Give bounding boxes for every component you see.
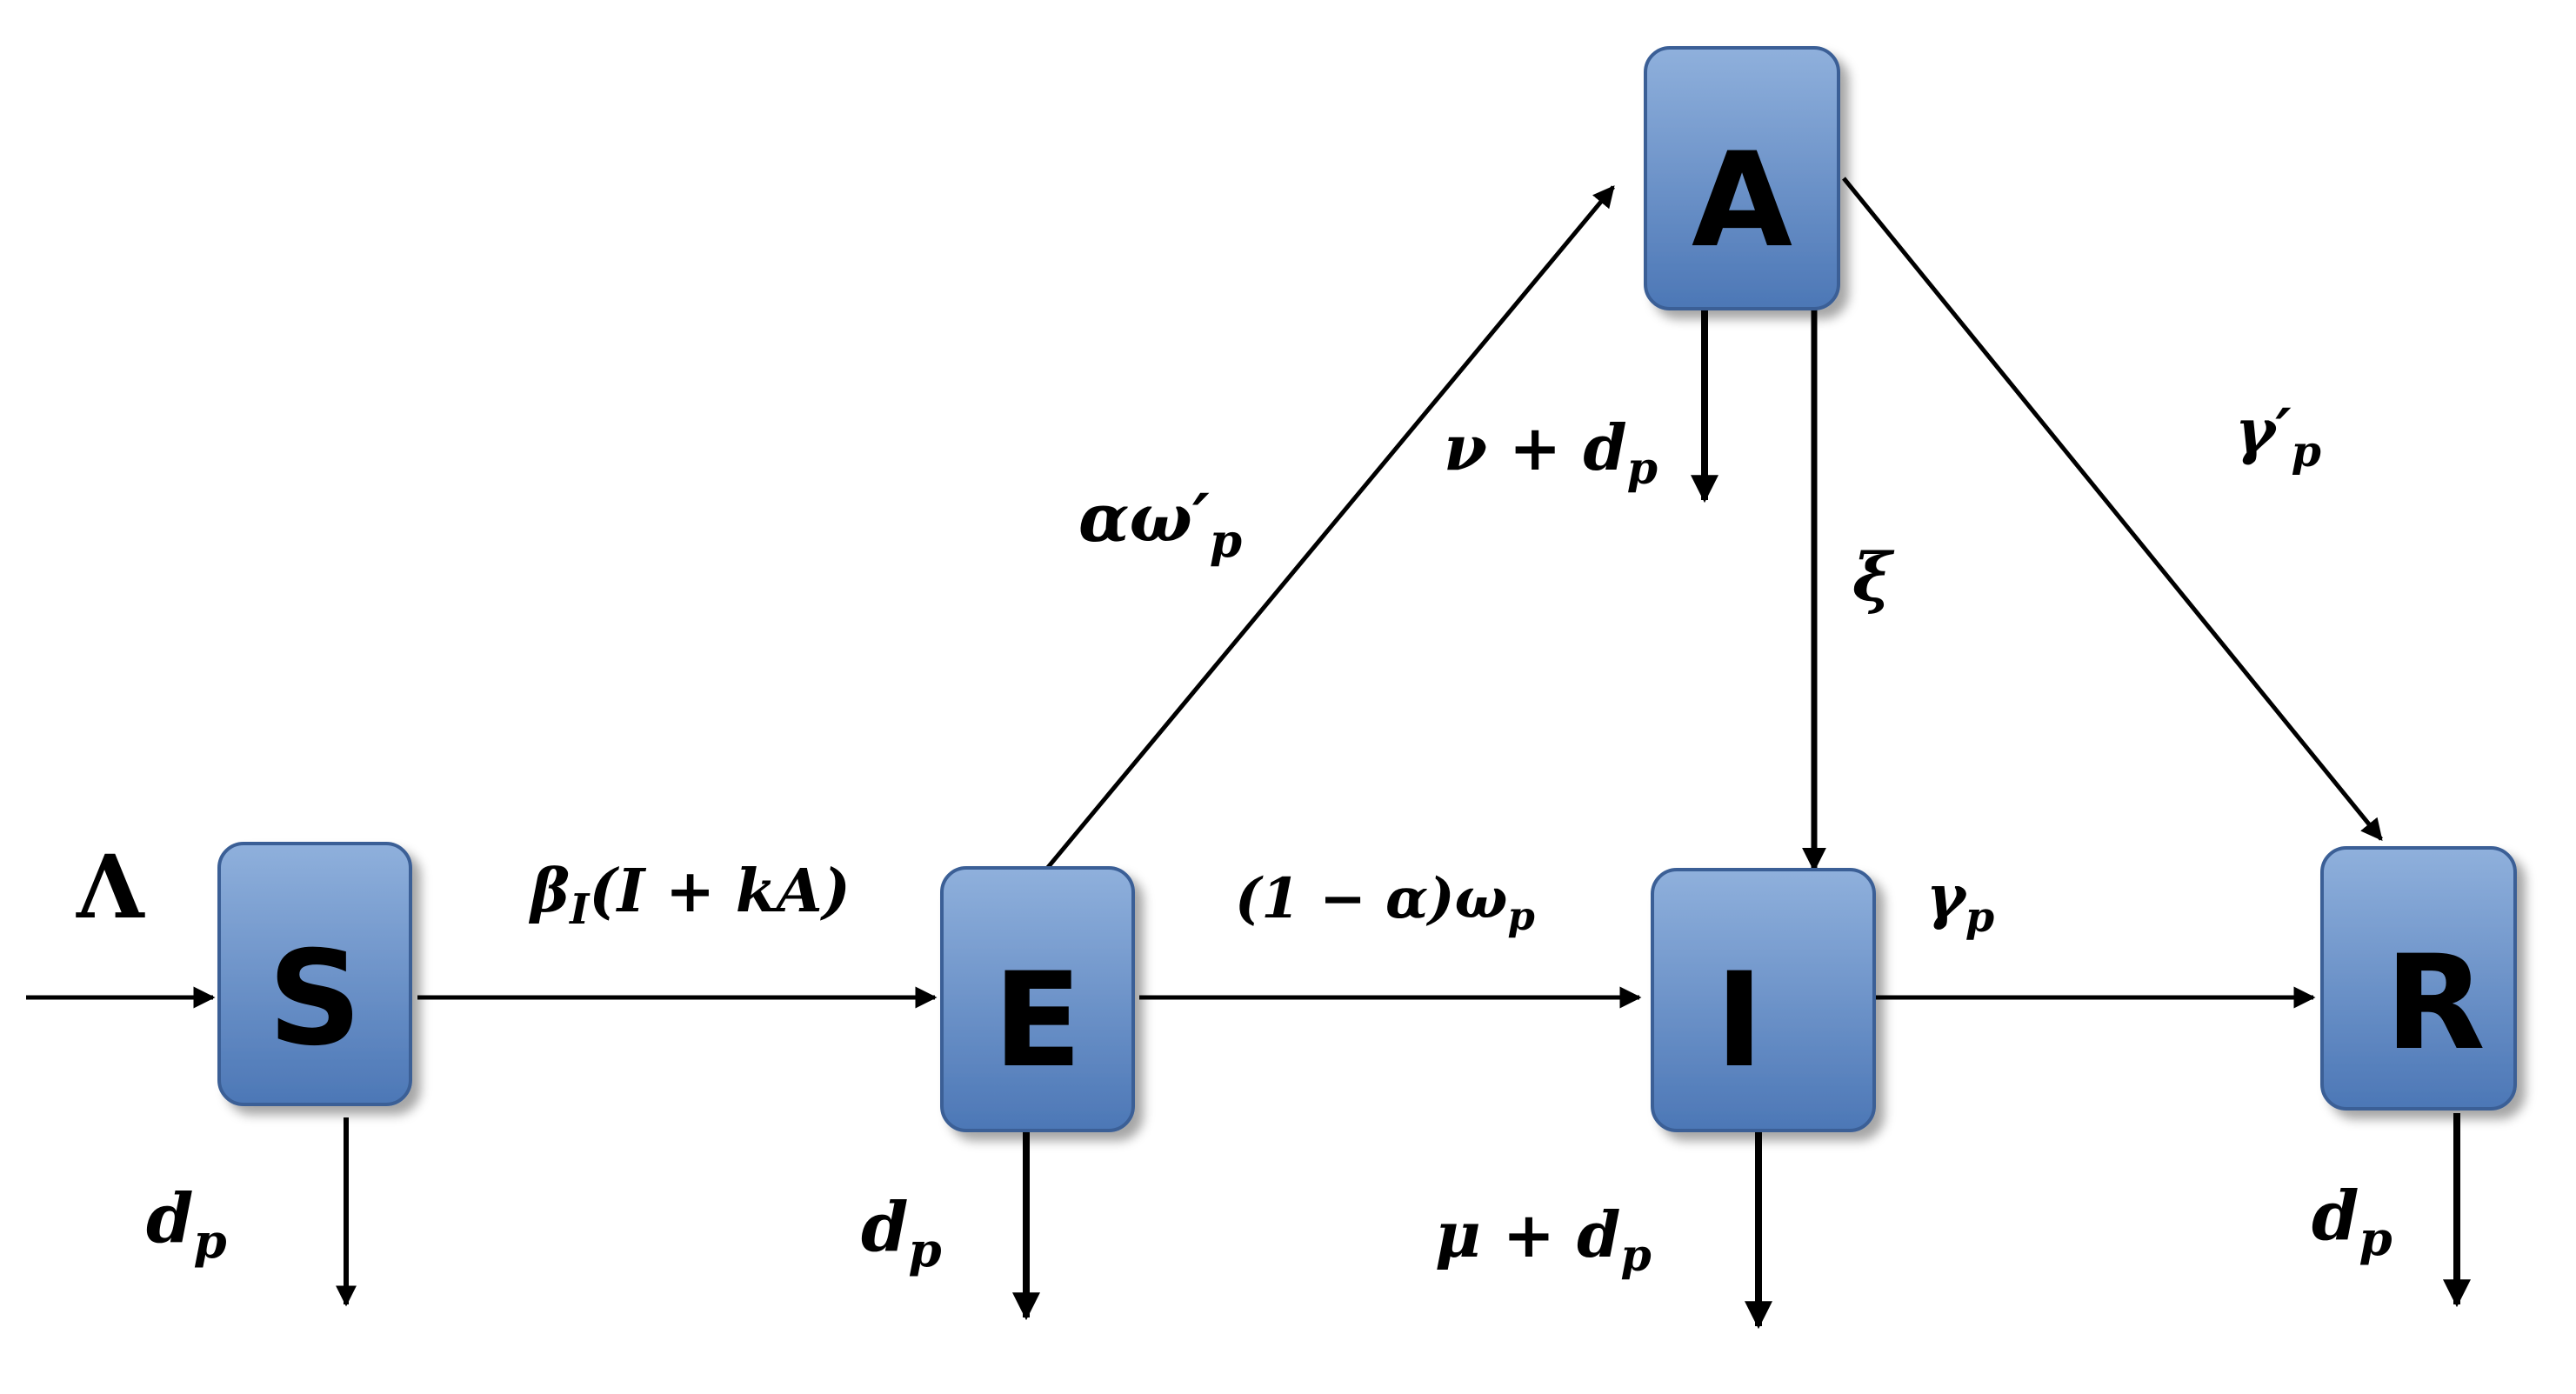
label-e-to-a: αω′p — [1078, 479, 1242, 568]
arrow-a-to-r — [1842, 177, 2383, 841]
label-s-to-e: βI(I + kA) — [528, 857, 851, 934]
label-e-to-i: (1 − α)ωp — [1235, 866, 1535, 939]
inflow-label: Λ — [76, 836, 145, 938]
node-r: R — [2320, 846, 2517, 1111]
transition-arrows — [26, 177, 2471, 1330]
node-a-label: A — [1692, 125, 1792, 277]
outflow-label-s: dp — [146, 1179, 227, 1269]
node-a: A — [1644, 46, 1840, 310]
node-r-label: R — [2385, 928, 2486, 1079]
node-e-label: E — [993, 945, 1082, 1097]
node-i-label: I — [1715, 945, 1764, 1097]
outflow-label-i: μ + dp — [1435, 1197, 1652, 1281]
node-i: I — [1651, 868, 1876, 1132]
node-s-label: S — [268, 924, 362, 1075]
arrow-e-to-a — [1026, 185, 1615, 893]
node-e: E — [940, 866, 1135, 1132]
label-a-to-r: γ′p — [2235, 395, 2321, 477]
label-a-to-i: ξ — [1852, 538, 1895, 616]
outflow-label-a: ν + dp — [1444, 410, 1658, 494]
outflow-label-r: dp — [2312, 1177, 2392, 1266]
label-i-to-r: γp — [1926, 863, 1994, 942]
outflow-label-e: dp — [861, 1188, 942, 1277]
node-s: S — [217, 842, 412, 1106]
